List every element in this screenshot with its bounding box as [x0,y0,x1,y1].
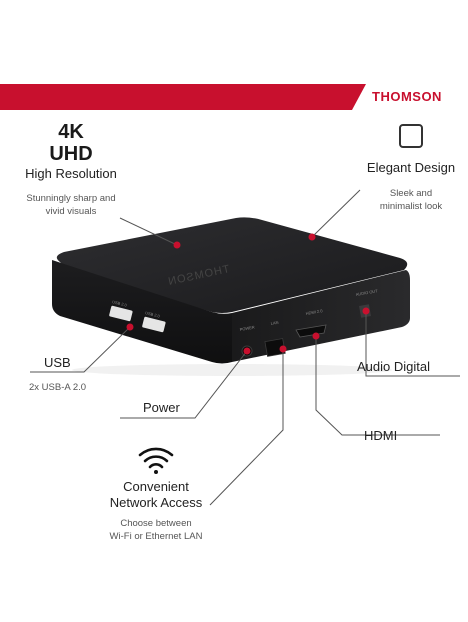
design-desc: Sleek and minimalist look [360,187,462,213]
usb-desc: 2x USB-A 2.0 [29,382,87,393]
device-left-face [52,260,232,364]
network-desc-line2: Wi-Fi or Ethernet LAN [109,531,203,542]
hdmi-callout-line [315,336,440,436]
power-port-label: POWER [239,324,255,332]
uhd-title: 4K UHD [46,121,96,165]
network-callout-line [209,349,284,506]
hdmi-port-label: HDMI 2.0 [305,308,323,316]
device-top [56,217,408,313]
design-callout-line [311,189,361,238]
hdmi-label: HDMI [364,428,398,443]
uhd-desc: Stunningly sharp and vivid visuals [14,192,128,218]
network-label-line2: Network Access [109,495,203,510]
network-desc-line1: Choose between [120,518,192,529]
design-desc-line2: minimalist look [379,201,443,212]
usb-port-1 [109,305,133,322]
usb-label: USB [44,355,71,370]
uhd-desc-line1: Stunningly sharp and [26,193,116,204]
audio-callout-line [365,311,460,377]
uhd-desc-line2: vivid visuals [45,206,97,217]
usb-port-2 [142,316,166,333]
usb-callout-line [30,326,131,373]
uhd-callout-line [119,217,178,246]
power-callout-line [120,350,248,419]
audio-label: Audio Digital [357,359,430,374]
rounded-square-icon [399,124,423,148]
design-label: Elegant Design [366,160,456,175]
usb-port-2-label: USB 2.0 [145,310,161,319]
wifi-icon [138,447,174,474]
uhd-title-line1: 4K [58,121,84,143]
power-label: Power [143,400,180,415]
usb-port-1-label: USB 2.0 [112,299,128,308]
brand-logo: THOMSON [372,89,442,104]
network-label: Convenient Network Access [96,479,216,511]
design-desc-line1: Sleek and [389,188,433,199]
brand-banner [0,84,468,110]
network-desc: Choose between Wi-Fi or Ethernet LAN [96,517,216,543]
lan-port-label: LAN [270,320,279,326]
uhd-title-line2: UHD [49,143,93,165]
uhd-label: High Resolution [25,166,117,181]
audio-port-label: AUDIO OUT [355,288,378,297]
network-label-line1: Convenient [123,479,189,494]
device-right-face [232,270,410,362]
hdmi-port [295,324,327,338]
